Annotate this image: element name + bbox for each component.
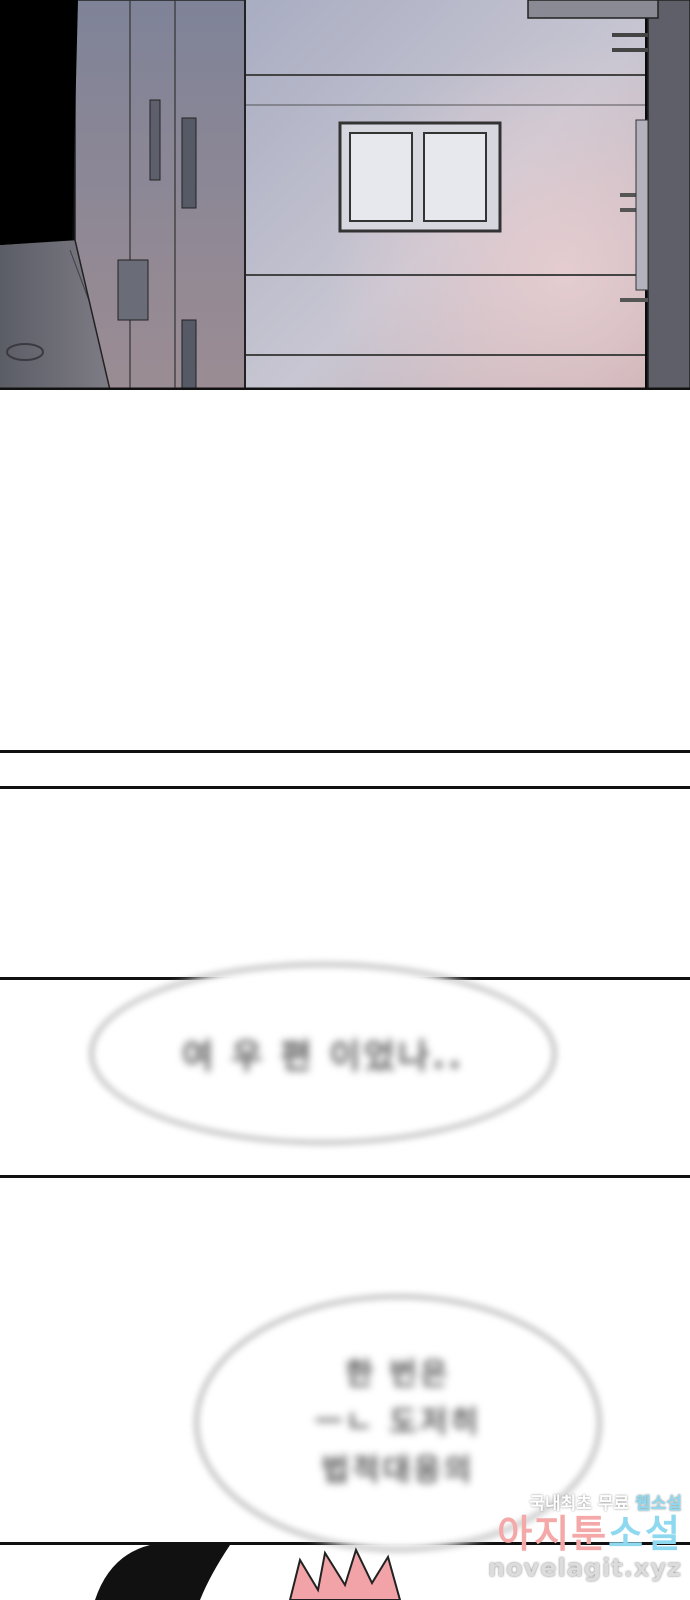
site-watermark: 국내최초 무료 웹소설 아지툰소설 novelagit.xyz bbox=[487, 1494, 682, 1582]
speech-bubble-text: 여 우 편 이었나.. bbox=[181, 1037, 465, 1077]
panel-border bbox=[0, 750, 690, 753]
speech-bubble: 한 번은 ㅡㄴ 도저히 법적대응의 bbox=[195, 1295, 601, 1551]
street-scene-panel bbox=[0, 0, 690, 390]
speech-bubble: 여 우 편 이었나.. bbox=[90, 963, 556, 1144]
panel-border bbox=[0, 1175, 690, 1178]
apartment-building-illustration bbox=[0, 0, 690, 390]
speech-bubble-text: 한 번은 ㅡㄴ 도저히 법적대응의 bbox=[314, 1357, 482, 1488]
panel-border bbox=[0, 786, 690, 789]
character-hair-illustration bbox=[95, 1545, 402, 1600]
